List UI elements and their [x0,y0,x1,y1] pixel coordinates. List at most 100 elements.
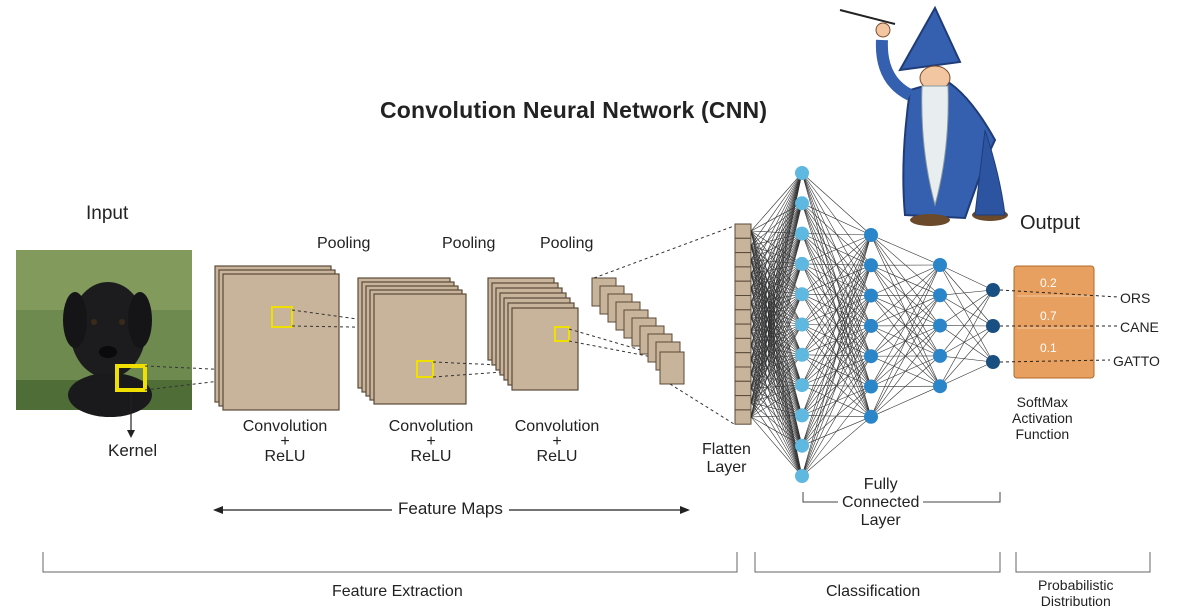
neuron-layer-2 [864,288,878,303]
connection-edge [801,295,872,477]
connection-edge [750,172,803,417]
connection-edge [750,415,803,418]
connection-edge [939,289,994,296]
connection-edge [750,230,803,325]
connection-edge [750,294,803,418]
connection-edge [750,288,803,355]
connection-edge [750,324,803,332]
connection-edge [750,172,803,332]
wizard-illustration [839,5,1008,226]
connection-edge [870,264,941,327]
connection-edge [801,234,872,355]
pooling-label-2: Pooling [442,235,496,252]
connection-edge [870,264,941,387]
connection-edge [750,259,803,355]
flatten-cell [734,337,752,354]
neuron-output [986,319,1000,333]
connection-edge [750,273,803,355]
connection-edge [750,287,803,295]
kernel-label: Kernel [108,441,158,460]
conv-line: Convolution [514,418,600,435]
neuron-layer-2 [864,318,878,333]
connection-edge [801,234,872,477]
connection-edge [870,234,941,266]
connection-edge [750,263,803,332]
connection-edge [870,264,941,417]
kernel-box [115,364,147,392]
connection-edge [801,325,872,477]
conv-plus: + [280,433,290,450]
connection-edge [939,295,994,327]
conv-relu-label-2: Convolution + ReLU [383,419,479,465]
connection-edge [750,263,803,275]
connection-edge [801,233,872,236]
connection-edge [750,302,803,356]
connection-edge [750,354,803,375]
flatten-cell [734,237,752,254]
neuron-layer-2 [864,379,878,394]
neuron-layer-1 [795,256,809,271]
connection-edge [801,172,872,236]
connection-edge [750,345,803,356]
connection-edge [750,354,803,403]
dog-photo [63,282,152,417]
connection-edge [939,325,994,363]
connection-edge [801,234,872,295]
neuron-layer-2 [864,349,878,364]
neuron-layer-1 [795,226,809,241]
softmax-line-2: Activation [1012,410,1073,426]
connection-edge [750,302,803,325]
connection-edge [750,172,803,403]
connection-edge [750,172,803,346]
connection-edge [801,234,872,265]
connection-edge [750,259,803,295]
connection-edge [939,289,994,326]
connection-edge [870,385,941,418]
probabilistic-distribution-label: Probabilistic Distribution [1038,577,1113,609]
connection-edge [750,293,803,303]
class-label-ors: ORS [1120,290,1151,306]
flatten-cell [734,380,752,397]
connection-edge [750,354,803,360]
fc-line-2: Connected [838,494,924,512]
down-arrow-head [127,430,135,438]
connection-edge [801,356,872,477]
connection-edge [750,233,803,303]
feature-map-stack-1 [214,265,340,411]
connection-edge [801,234,872,386]
connection-edge [750,293,803,346]
conv-relu-label-1: Convolution + ReLU [237,419,333,465]
neuron-layer-1 [795,469,809,483]
connection-edge [939,361,994,387]
bracket-feature-extraction [42,552,738,573]
neuron-layer-1 [795,196,809,211]
connection-edge [939,325,994,387]
output-label: Output [1020,212,1081,234]
connection-edge [750,233,803,403]
neuron-layer-1 [795,347,809,362]
flatten-cell [734,409,752,425]
neuron-output [986,355,1000,369]
connection-edge [750,388,803,446]
flatten-cell [734,280,752,297]
conv-relu: ReLU [536,448,578,465]
connection-edge [750,233,803,417]
flatten-cell [734,309,752,325]
neuron-layer-1 [795,408,809,423]
connection-edge [750,230,803,295]
output-dashed-lines [999,289,1119,363]
connection-edge [750,263,803,289]
neuron-output [986,283,1000,297]
connection-edge [750,324,803,418]
connection-edge [750,233,803,289]
prob-value-2: 0.7 [1040,309,1057,323]
connection-edge [750,294,803,360]
neuron-layer-3 [933,318,947,333]
softmax-label: SoftMax Activation Function [1012,394,1073,442]
connection-edge [750,416,803,477]
pooling-label-1: Pooling [317,235,371,252]
class-label-cane: CANE [1120,319,1159,335]
class-label-gatto: GATTO [1113,353,1160,369]
neuron-layer-1 [795,287,809,302]
flatten-cell [734,395,752,411]
